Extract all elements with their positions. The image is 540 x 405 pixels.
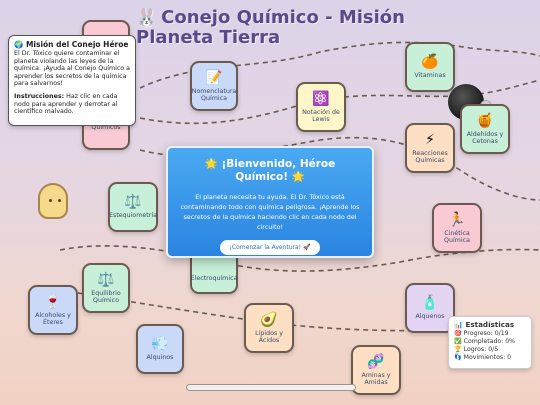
bunny-character-icon[interactable] (38, 183, 68, 219)
page-title: 🐰Conejo Químico - Misión Planeta Tierra (136, 8, 436, 48)
node-estequiometria[interactable]: ⚖️ Estequiometría (108, 182, 158, 232)
atom-icon: ⚛️ (312, 90, 330, 107)
stat-achievements: 🏆 Logros: 0/5 (454, 346, 499, 353)
node-label: Equilibrio Químico (91, 289, 121, 305)
node-reacciones[interactable]: ⚡ Reacciones Químicas (405, 123, 455, 173)
node-label: Reacciones Químicas (412, 149, 448, 165)
node-label: Aldehídos y Cetonas (466, 130, 504, 146)
modal-title: 🌟 ¡Bienvenido, Héroe Químico! 🌟 (204, 158, 336, 183)
stat-progress: 🎯 Progreso: 0/19 (454, 330, 509, 337)
stat-completed: ✅ Completado: 0% (454, 338, 516, 345)
avocado-icon: 🥑 (260, 311, 278, 328)
mission-panel: 🌍 Misión del Conejo Héroe El Dr. Tóxico … (8, 35, 136, 126)
mission-body: El Dr. Tóxico quiere contaminar el plane… (14, 50, 131, 88)
node-label: Vitaminas (414, 72, 446, 80)
modal-body: El planeta necesita tu ayuda. El Dr. Tóx… (180, 193, 360, 231)
node-alquinos[interactable]: 💨 Alquinos (136, 324, 184, 374)
node-label: Lípidos y Ácidos (255, 329, 283, 345)
dna-icon: 🧬 (367, 353, 385, 370)
node-aminas[interactable]: 🧬 Aminas y Amidas (351, 345, 401, 395)
rabbit-icon: 🐰 (136, 8, 158, 28)
wine-icon: 🍷 (44, 293, 62, 310)
lightning-icon: ⚡ (425, 131, 435, 148)
eye-icon (58, 199, 61, 202)
honey-icon: 🍯 (476, 112, 494, 129)
node-label: Alcoholes y Éteres (35, 311, 71, 327)
node-label: Notación de Lewis (302, 108, 340, 124)
node-equilibrio[interactable]: ⚖️ Equilibrio Químico (82, 263, 130, 313)
bottle-icon: 🧴 (421, 295, 439, 312)
wind-icon: 💨 (151, 336, 169, 353)
stats-panel: 📊 Estadísticas 🎯 Progreso: 0/19 ✅ Comple… (448, 316, 532, 369)
node-cinetica[interactable]: 🏃 Cinética Química (432, 203, 482, 253)
scale-icon: ⚖️ (97, 271, 115, 288)
node-alquenos[interactable]: 🧴 Alquenos (405, 283, 455, 333)
horizontal-scrollbar[interactable] (186, 384, 356, 391)
node-nomenclatura[interactable]: 📝 Nomenclatura Química (190, 61, 238, 111)
mission-title: 🌍 Misión del Conejo Héroe (14, 40, 129, 49)
node-lewis[interactable]: ⚛️ Notación de Lewis (296, 82, 346, 132)
eye-icon (49, 199, 52, 202)
orange-icon: 🍊 (421, 54, 439, 71)
pencil-icon: 📝 (205, 69, 223, 86)
welcome-modal: 🌟 ¡Bienvenido, Héroe Químico! 🌟 El plane… (166, 146, 374, 258)
instructions-text: Haz clic en cada nodo para aprender y de… (14, 92, 118, 116)
node-label: Aminas y Amidas (361, 371, 391, 387)
node-aldehidos[interactable]: 🍯 Aldehídos y Cetonas (460, 104, 510, 154)
instructions-label: Instrucciones: (14, 92, 65, 100)
node-label: Alquinos (146, 354, 174, 362)
node-label: Cinética Química (444, 229, 470, 245)
node-label: Alquenos (415, 313, 445, 321)
scale-icon: ⚖️ (124, 194, 142, 211)
node-label: Electroquímica (190, 274, 238, 282)
node-vitaminas[interactable]: 🍊 Vitaminas (405, 42, 455, 92)
mission-instructions: Instrucciones: Haz clic en cada nodo par… (14, 93, 130, 116)
page-title-text: Conejo Químico - Misión Planeta Tierra (136, 7, 405, 48)
stat-moves: 👣 Movimientos: 0 (454, 354, 512, 361)
node-lipidos[interactable]: 🥑 Lípidos y Ácidos (244, 303, 294, 353)
node-label: Nomenclatura Química (191, 87, 237, 103)
runner-icon: 🏃 (448, 211, 466, 228)
node-label: Estequiometría (109, 212, 157, 220)
node-alcoholes[interactable]: 🍷 Alcoholes y Éteres (28, 285, 78, 335)
stats-title: 📊 Estadísticas (454, 320, 515, 329)
start-adventure-button[interactable]: ¡Comenzar la Aventura! 🚀 (219, 240, 321, 255)
